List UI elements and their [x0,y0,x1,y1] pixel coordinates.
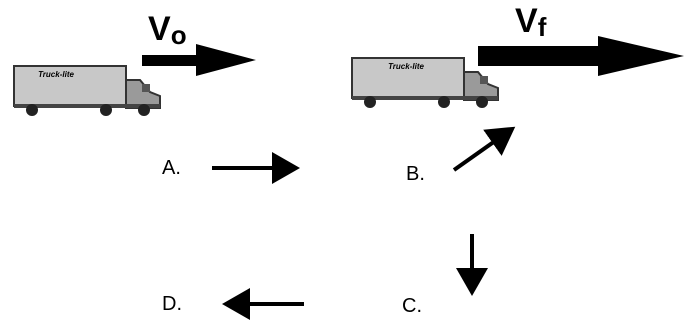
option-b-letter: B. [406,163,425,185]
option-a-letter: A. [162,157,181,179]
option-c[interactable]: C. [402,234,488,317]
arrow-up-right-icon [452,126,516,172]
final-truck: Truck-lite [351,57,499,108]
option-d-letter: D. [162,293,182,315]
truck-brand-text: Truck-lite [38,70,74,79]
truck-chassis [14,104,160,108]
initial-velocity: Vo [142,10,256,76]
truck-cargo-box [13,65,127,107]
truck-chassis [352,96,498,100]
velocity-subscript: o [171,20,187,50]
option-d[interactable]: D. [162,288,304,320]
truck-wheel-mid [438,96,450,108]
initial-truck: Truck-lite [13,65,161,116]
final-velocity-arrow [478,36,684,76]
truck-wheel-rear [364,96,376,108]
option-c-letter: C. [402,295,422,317]
option-b[interactable]: B. [406,126,516,185]
velocity-symbol: V [148,10,171,48]
final-velocity: Vf [478,2,684,76]
velocity-label-initial: Vo [148,10,187,50]
truck-window [142,84,150,92]
truck-wheel-mid [100,104,112,116]
truck-wheel-front [476,96,488,108]
truck-wheel-front [138,104,150,116]
truck-window [480,76,488,84]
initial-velocity-arrow [142,44,256,76]
option-a[interactable]: A. [162,152,300,184]
truck-brand-text: Truck-lite [388,62,424,71]
velocity-subscript: f [538,12,547,42]
truck-wheel-rear [26,104,38,116]
velocity-label-final: Vf [515,2,547,42]
velocity-symbol: V [515,2,538,40]
